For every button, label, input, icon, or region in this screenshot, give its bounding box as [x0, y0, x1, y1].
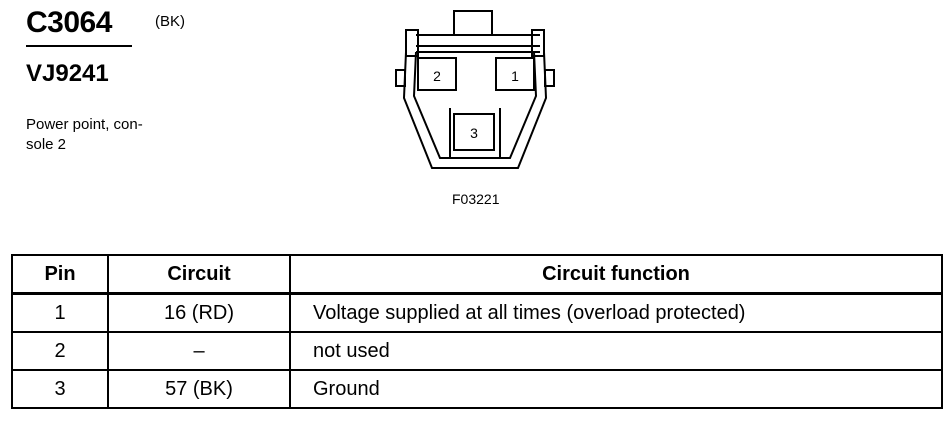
- pin-cavity-3: [453, 113, 495, 151]
- connector-color-code: (BK): [155, 13, 185, 30]
- figure-id: F03221: [452, 191, 500, 207]
- pin-cavity-1: [495, 57, 535, 91]
- pin-cell: 3: [11, 369, 109, 409]
- header-circuit: Circuit: [107, 254, 291, 295]
- table-row: 1 16 (RD) Voltage supplied at all times …: [11, 292, 943, 333]
- connector-top-rail: [416, 34, 540, 53]
- connector-left-tab: [395, 69, 406, 87]
- table-row: 2 – not used: [11, 331, 943, 371]
- connector-face-diagram: 2 1 3: [395, 10, 555, 169]
- pin-label-3: 3: [470, 125, 478, 141]
- function-cell: Voltage supplied at all times (overload …: [289, 292, 943, 333]
- pin-label-2: 2: [433, 68, 441, 84]
- pin-cell: 2: [11, 331, 109, 371]
- connector-latch: [453, 10, 493, 36]
- table-header-row: Pin Circuit Circuit function: [11, 254, 943, 295]
- connector-right-ear: [531, 29, 545, 57]
- pin-cell: 1: [11, 292, 109, 333]
- connector-id: C3064: [26, 6, 112, 39]
- connector-description: Power point, con- sole 2: [26, 115, 176, 155]
- function-cell: not used: [289, 331, 943, 371]
- header-circuit-function: Circuit function: [289, 254, 943, 295]
- description-line-2: sole 2: [26, 136, 67, 153]
- connector-id-underline: [26, 45, 132, 47]
- table-row: 3 57 (BK) Ground: [11, 369, 943, 409]
- connector-right-tab: [544, 69, 555, 87]
- circuit-cell: 57 (BK): [107, 369, 291, 409]
- connector-body: [402, 51, 548, 169]
- pin-cavity-2: [417, 57, 457, 91]
- part-number: VJ9241: [26, 60, 109, 87]
- circuit-cell: –: [107, 331, 291, 371]
- connector-left-ear: [405, 29, 419, 57]
- description-line-1: Power point, con-: [26, 116, 143, 133]
- function-cell: Ground: [289, 369, 943, 409]
- pin-table: Pin Circuit Circuit function 1 16 (RD) V…: [11, 254, 943, 409]
- pin-label-1: 1: [511, 68, 519, 84]
- connector-inner-outline: [412, 51, 538, 159]
- header-pin: Pin: [11, 254, 109, 295]
- circuit-cell: 16 (RD): [107, 292, 291, 333]
